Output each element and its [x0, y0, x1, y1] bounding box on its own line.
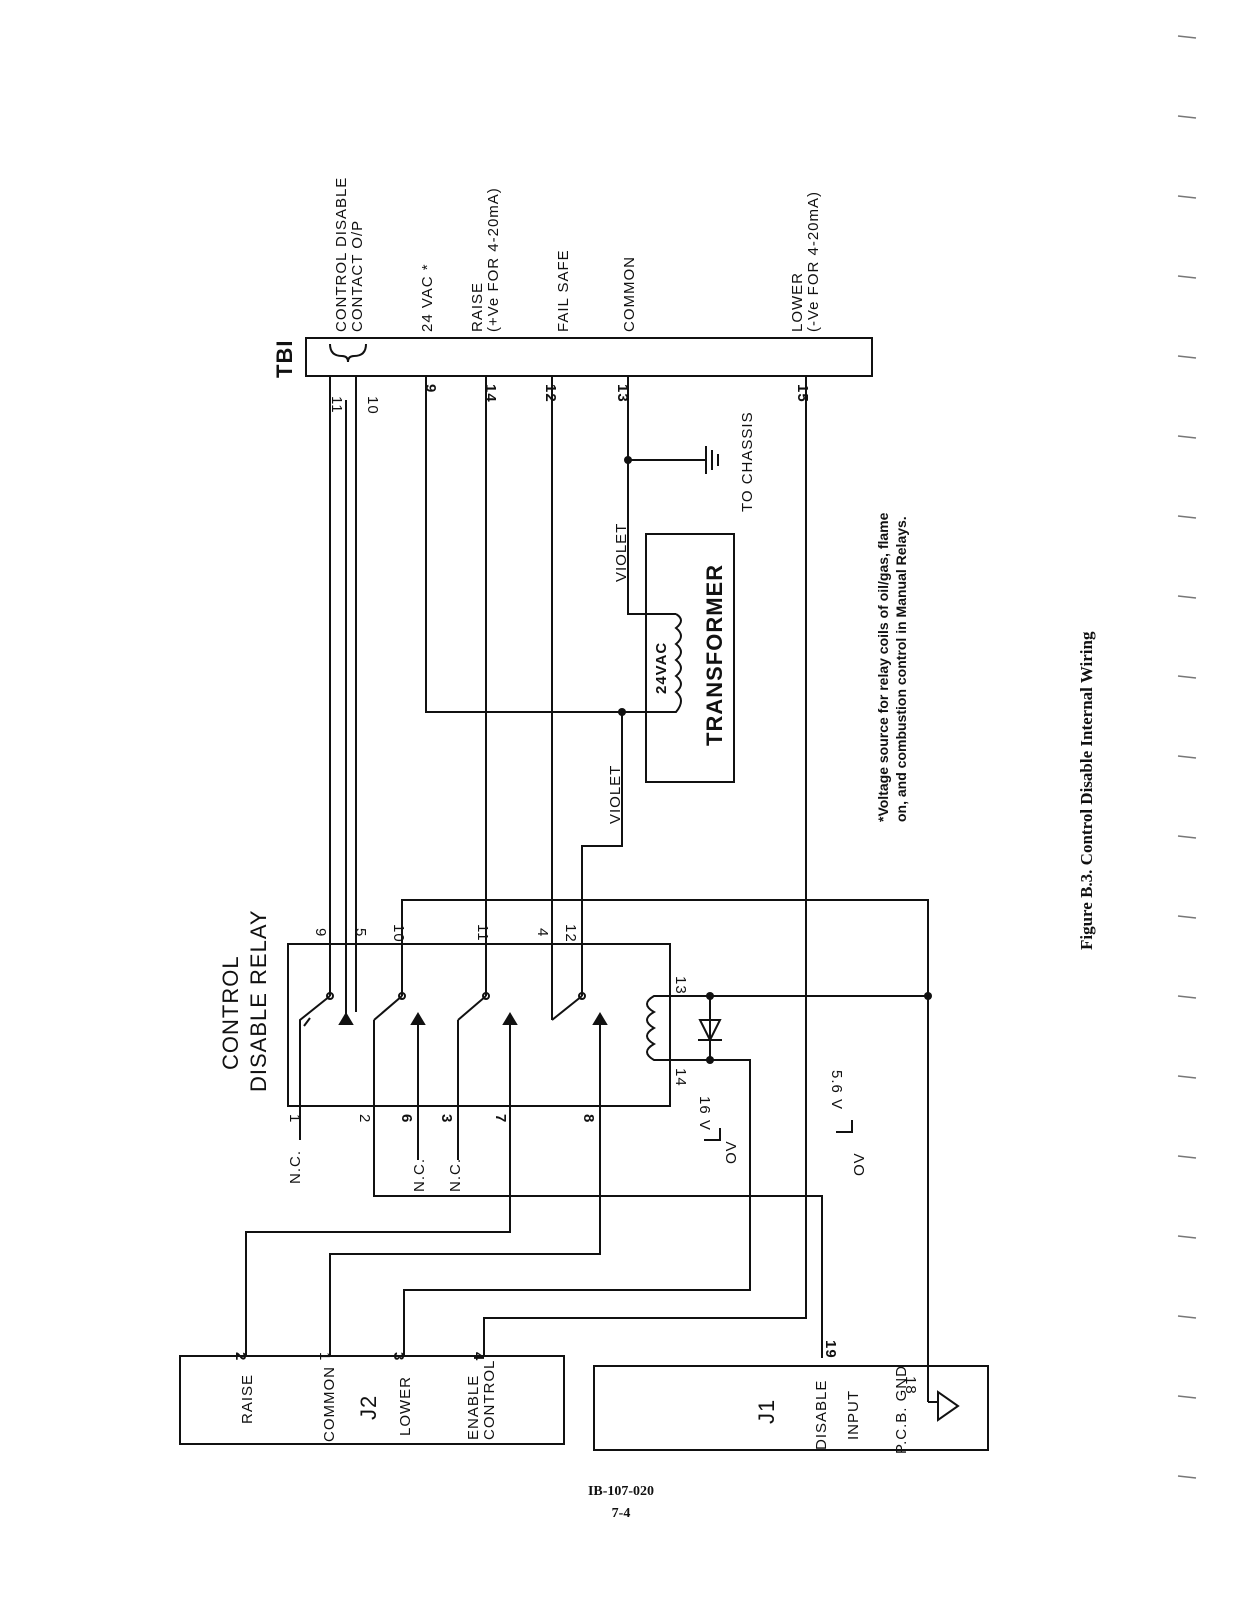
- ov2-label: OV: [851, 1152, 868, 1176]
- figure-caption: Figure B.3. Control Disable Internal Wir…: [1077, 631, 1096, 950]
- j1-label-input: INPUT: [845, 1390, 862, 1440]
- j2-box: [179, 1355, 565, 1445]
- relay-pin-6: 6: [398, 1114, 415, 1123]
- nc-label-3: N.C.: [447, 1158, 464, 1192]
- relay-pin-4: 4: [534, 928, 551, 937]
- edge-marks: [1177, 35, 1197, 1479]
- transformer-voltage: 24VAC: [653, 642, 670, 694]
- tb1-label-15-a: LOWER: [789, 272, 806, 332]
- nc-label-2: N.C.: [411, 1158, 428, 1192]
- pcb-ground-icon: [928, 1390, 960, 1422]
- relay-coil: [403, 995, 928, 1356]
- relay-pin-3: 3: [438, 1114, 455, 1123]
- transformer-winding: [622, 613, 682, 713]
- relay-pin-7: 7: [492, 1114, 509, 1123]
- j1-title: J1: [754, 1399, 779, 1424]
- tb1-title: TBI: [272, 340, 297, 378]
- relay-pin-11: 11: [474, 924, 491, 942]
- relay-contacts: [245, 376, 929, 1358]
- relay-box: [287, 943, 671, 1107]
- relay-pin-13: 13: [672, 976, 689, 995]
- j1-box: [593, 1365, 989, 1451]
- note-line-2: on, and combustion control in Manual Rel…: [893, 516, 909, 822]
- transformer-box: [645, 533, 735, 783]
- chassis-ground-icon: [705, 446, 719, 474]
- tb1-label-12: FAIL SAFE: [555, 249, 572, 332]
- relay-pin-14: 14: [672, 1068, 689, 1087]
- j2-pin-2: 2: [232, 1352, 249, 1361]
- tb1-pin-10: 10: [364, 396, 381, 415]
- v16-step: [704, 1128, 721, 1141]
- j2-label-lower: LOWER: [397, 1376, 414, 1436]
- relay-pin-2: 2: [356, 1114, 373, 1123]
- j2-pin-4: 4: [470, 1352, 487, 1361]
- v56-label: 5.6 V: [828, 1070, 845, 1110]
- diode: [698, 1019, 722, 1043]
- relay-pin-10: 10: [390, 924, 407, 943]
- j1-label-disable: DISABLE: [813, 1380, 830, 1450]
- violet-label-2: VIOLET: [607, 765, 624, 824]
- j2-pin-3: 3: [390, 1352, 407, 1361]
- junction-coil-top: [706, 992, 714, 1000]
- tb1-label-9: 24 VAC *: [419, 263, 436, 332]
- relay-title-1: CONTROL: [218, 955, 243, 1070]
- tb1-pin-11: 11: [328, 396, 345, 414]
- tb1-pin-12: 12: [542, 384, 559, 403]
- v16-label: 16 V: [696, 1096, 713, 1131]
- j2-label-common: COMMON: [321, 1366, 338, 1442]
- relay-pin-5: 5: [352, 928, 369, 937]
- tb1-pin-15: 15: [794, 384, 811, 403]
- j1-pin-18: 18: [902, 1376, 919, 1395]
- tb1-brace: [329, 343, 367, 363]
- v56-step: [836, 1120, 853, 1133]
- tb1-pin-13: 13: [614, 384, 631, 403]
- j1-label-pcb-gnd: P.C.B. GND: [893, 1365, 910, 1454]
- footer-doc-number: IB-107-020: [587, 1484, 655, 1499]
- tb1-label-11-b: CONTACT O/P: [349, 220, 366, 332]
- transformer-label: TRANSFORMER: [702, 564, 727, 746]
- nc-label-1: N.C.: [287, 1150, 304, 1184]
- footer-page-number: 7-4: [611, 1506, 631, 1521]
- tb1-pin-14: 14: [482, 384, 499, 403]
- j2-label-enable: ENABLE: [465, 1375, 482, 1440]
- tb1-pin-9: 9: [422, 384, 439, 393]
- junction-common: [624, 456, 632, 464]
- ov1-label: OV: [723, 1140, 740, 1164]
- tb1-label-15-b: (-Ve FOR 4-20mA): [805, 191, 822, 332]
- violet-label-1: VIOLET: [613, 523, 630, 582]
- junction-coil-bot: [706, 1056, 714, 1064]
- tb1-label-14-b: (+Ve FOR 4-20mA): [485, 187, 502, 332]
- relay-pin-1: 1: [286, 1114, 303, 1123]
- j2-title: J2: [356, 1395, 381, 1420]
- j1-pin-19: 19: [822, 1340, 839, 1359]
- relay-pin-8: 8: [580, 1114, 597, 1123]
- j2-label-control: CONTROL: [481, 1360, 498, 1440]
- tb1-block: [305, 337, 873, 377]
- chassis-label: TO CHASSIS: [739, 411, 756, 512]
- tb1-label-11-a: CONTROL DISABLE: [333, 177, 350, 332]
- note-line-1: *Voltage source for relay coils of oil/g…: [875, 512, 891, 822]
- relay-pin-12: 12: [562, 924, 579, 943]
- relay-title-2: DISABLE RELAY: [246, 909, 271, 1092]
- tb1-label-14-a: RAISE: [469, 282, 486, 332]
- relay-pin-9: 9: [312, 928, 329, 937]
- j2-label-raise: RAISE: [239, 1374, 256, 1424]
- tb1-label-13: COMMON: [621, 256, 638, 332]
- j2-pin-1: 1: [316, 1352, 333, 1361]
- tb1-wires: [329, 376, 929, 1402]
